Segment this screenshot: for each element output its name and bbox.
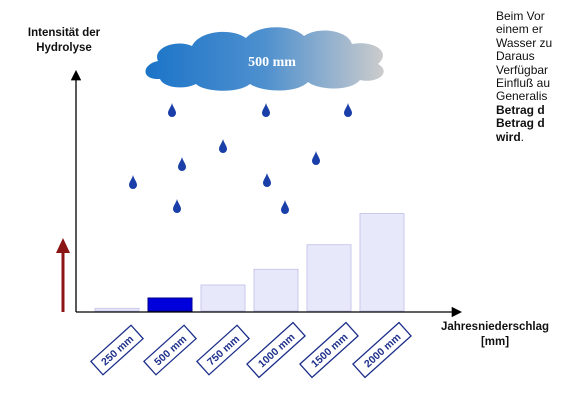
side-text-bold-line: Betrag d <box>496 116 545 131</box>
category-tag: 1000 mm <box>246 321 306 379</box>
category-tag-box <box>352 321 412 379</box>
bar-750-mm <box>200 284 246 312</box>
category-tag: 2000 mm <box>352 321 412 379</box>
cloud-label: 500 mm <box>248 55 296 70</box>
rain-cloud: 500 mm <box>145 27 384 91</box>
side-text-line: Wasser zu <box>496 35 553 50</box>
raindrop-icon <box>173 199 181 213</box>
side-text-line: Generalis <box>496 89 548 104</box>
side-text-line: Beim Vor <box>496 10 545 23</box>
side-text-line: Daraus <box>496 49 535 64</box>
raindrop-icon <box>262 103 270 117</box>
raindrop-icon <box>344 103 352 117</box>
raindrop-icon <box>219 139 227 153</box>
bar-500-mm <box>147 297 193 312</box>
category-tag-box <box>299 321 359 379</box>
category-tag: 250 mm <box>89 324 145 376</box>
side-text-line: Einfluß au <box>496 76 551 91</box>
raindrop-icon <box>281 200 289 214</box>
bar-1500-mm <box>306 244 352 312</box>
category-tag: 1500 mm <box>299 321 359 379</box>
cloud-shape <box>145 27 384 91</box>
category-tag-box <box>246 321 306 379</box>
raindrop-icon <box>263 173 271 187</box>
category-tag-box <box>142 324 198 376</box>
side-text-tail: . <box>520 129 525 144</box>
bar-1000-mm <box>253 268 299 312</box>
side-text-line: einem er <box>496 22 543 37</box>
side-text-excerpt: Beim Vor einem er Wasser zu Daraus Verfü… <box>496 10 570 215</box>
category-tag-box <box>195 324 251 376</box>
y-axis-title: Intensität der Hydrolyse <box>27 27 101 54</box>
precipitation-bars <box>94 213 405 312</box>
raindrop-icon <box>178 157 186 171</box>
raindrop-icon <box>168 103 176 117</box>
side-text-bold-line: Betrag d <box>496 102 545 117</box>
raindrops <box>129 103 352 214</box>
raindrop-icon <box>312 151 320 165</box>
raindrop-icon <box>129 175 137 189</box>
side-text-line: Verfügbar <box>496 62 549 77</box>
category-tag-box <box>89 324 145 376</box>
side-text-bold-line: wird <box>496 129 521 144</box>
category-tag: 750 mm <box>195 324 251 376</box>
bar-250-mm <box>94 307 140 312</box>
category-tag: 500 mm <box>142 324 198 376</box>
bar-2000-mm <box>359 213 405 312</box>
x-axis-title: Jahresniederschlag [mm] <box>440 321 550 348</box>
increase-arrow-icon <box>56 238 70 312</box>
